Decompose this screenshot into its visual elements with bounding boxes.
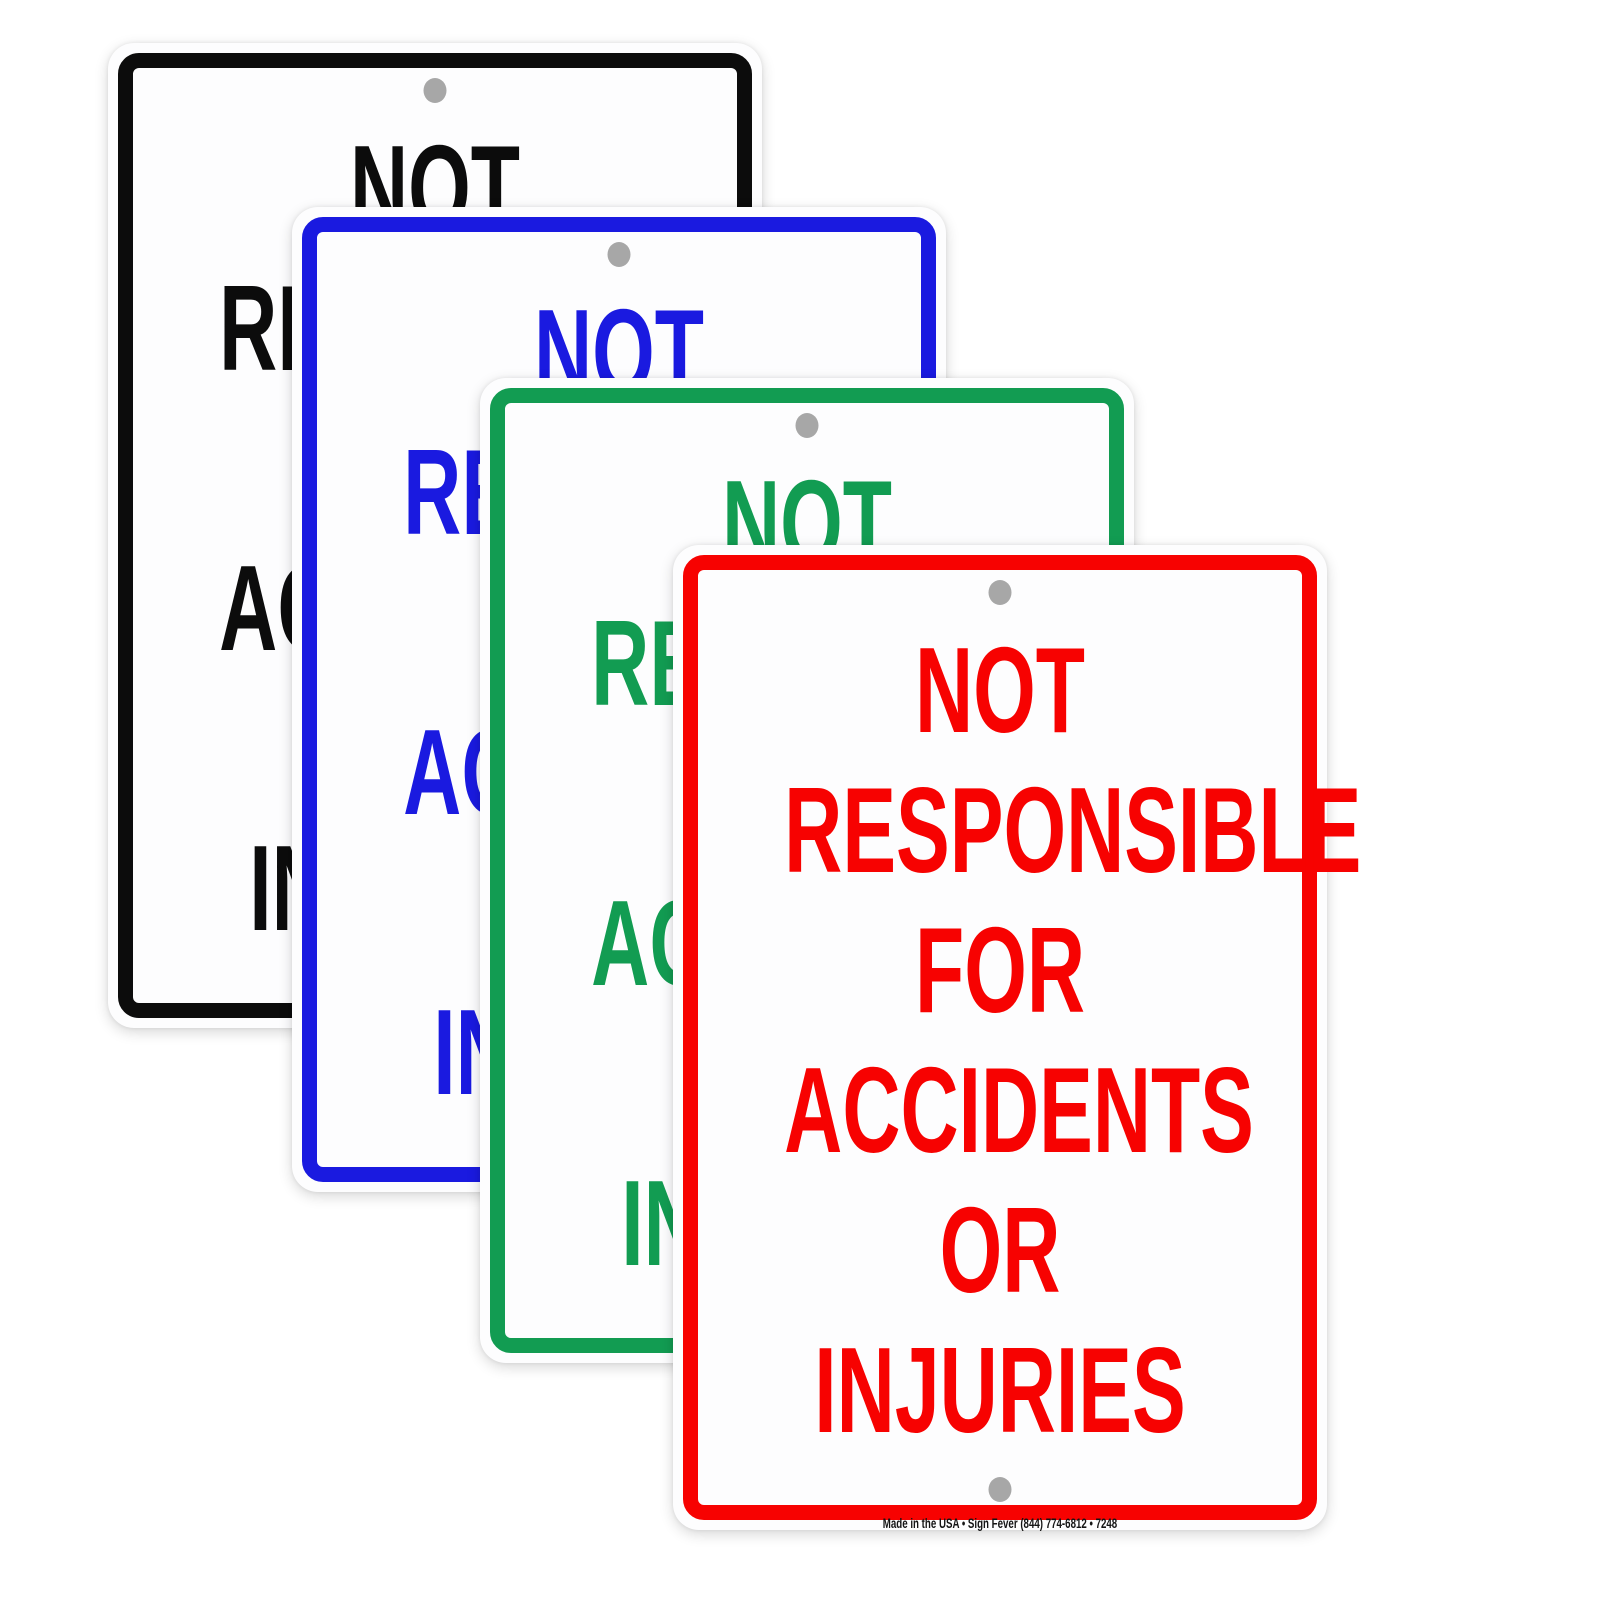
sign-text-line: NOT [915,622,1085,758]
sign-text-line: OR [939,1182,1061,1318]
sign-red: NOT RESPONSIBLE FOR ACCIDENTS OR INJURIE… [673,545,1362,1530]
mounting-hole-top [988,580,1012,605]
sign-text-line: FOR [915,902,1085,1038]
mounting-hole-top [423,78,447,103]
manufacturer-footer-text: Made in the USA • Sign Fever (844) 774-6… [882,1516,1118,1531]
sign-border [683,555,1317,1520]
sign-text-line: ACCIDENTS [784,1042,1254,1178]
mounting-hole-bottom [988,1477,1012,1502]
mounting-hole-top [607,242,631,267]
sign-text-line: INJURIES [814,1322,1186,1458]
sign-text: NOT RESPONSIBLE FOR ACCIDENTS OR INJURIE… [673,620,1362,1460]
mounting-hole-top [795,413,819,438]
sign-text-line: RESPONSIBLE [784,762,1362,898]
sign-panel: NOT RESPONSIBLE FOR ACCIDENTS OR INJURIE… [673,545,1362,1530]
